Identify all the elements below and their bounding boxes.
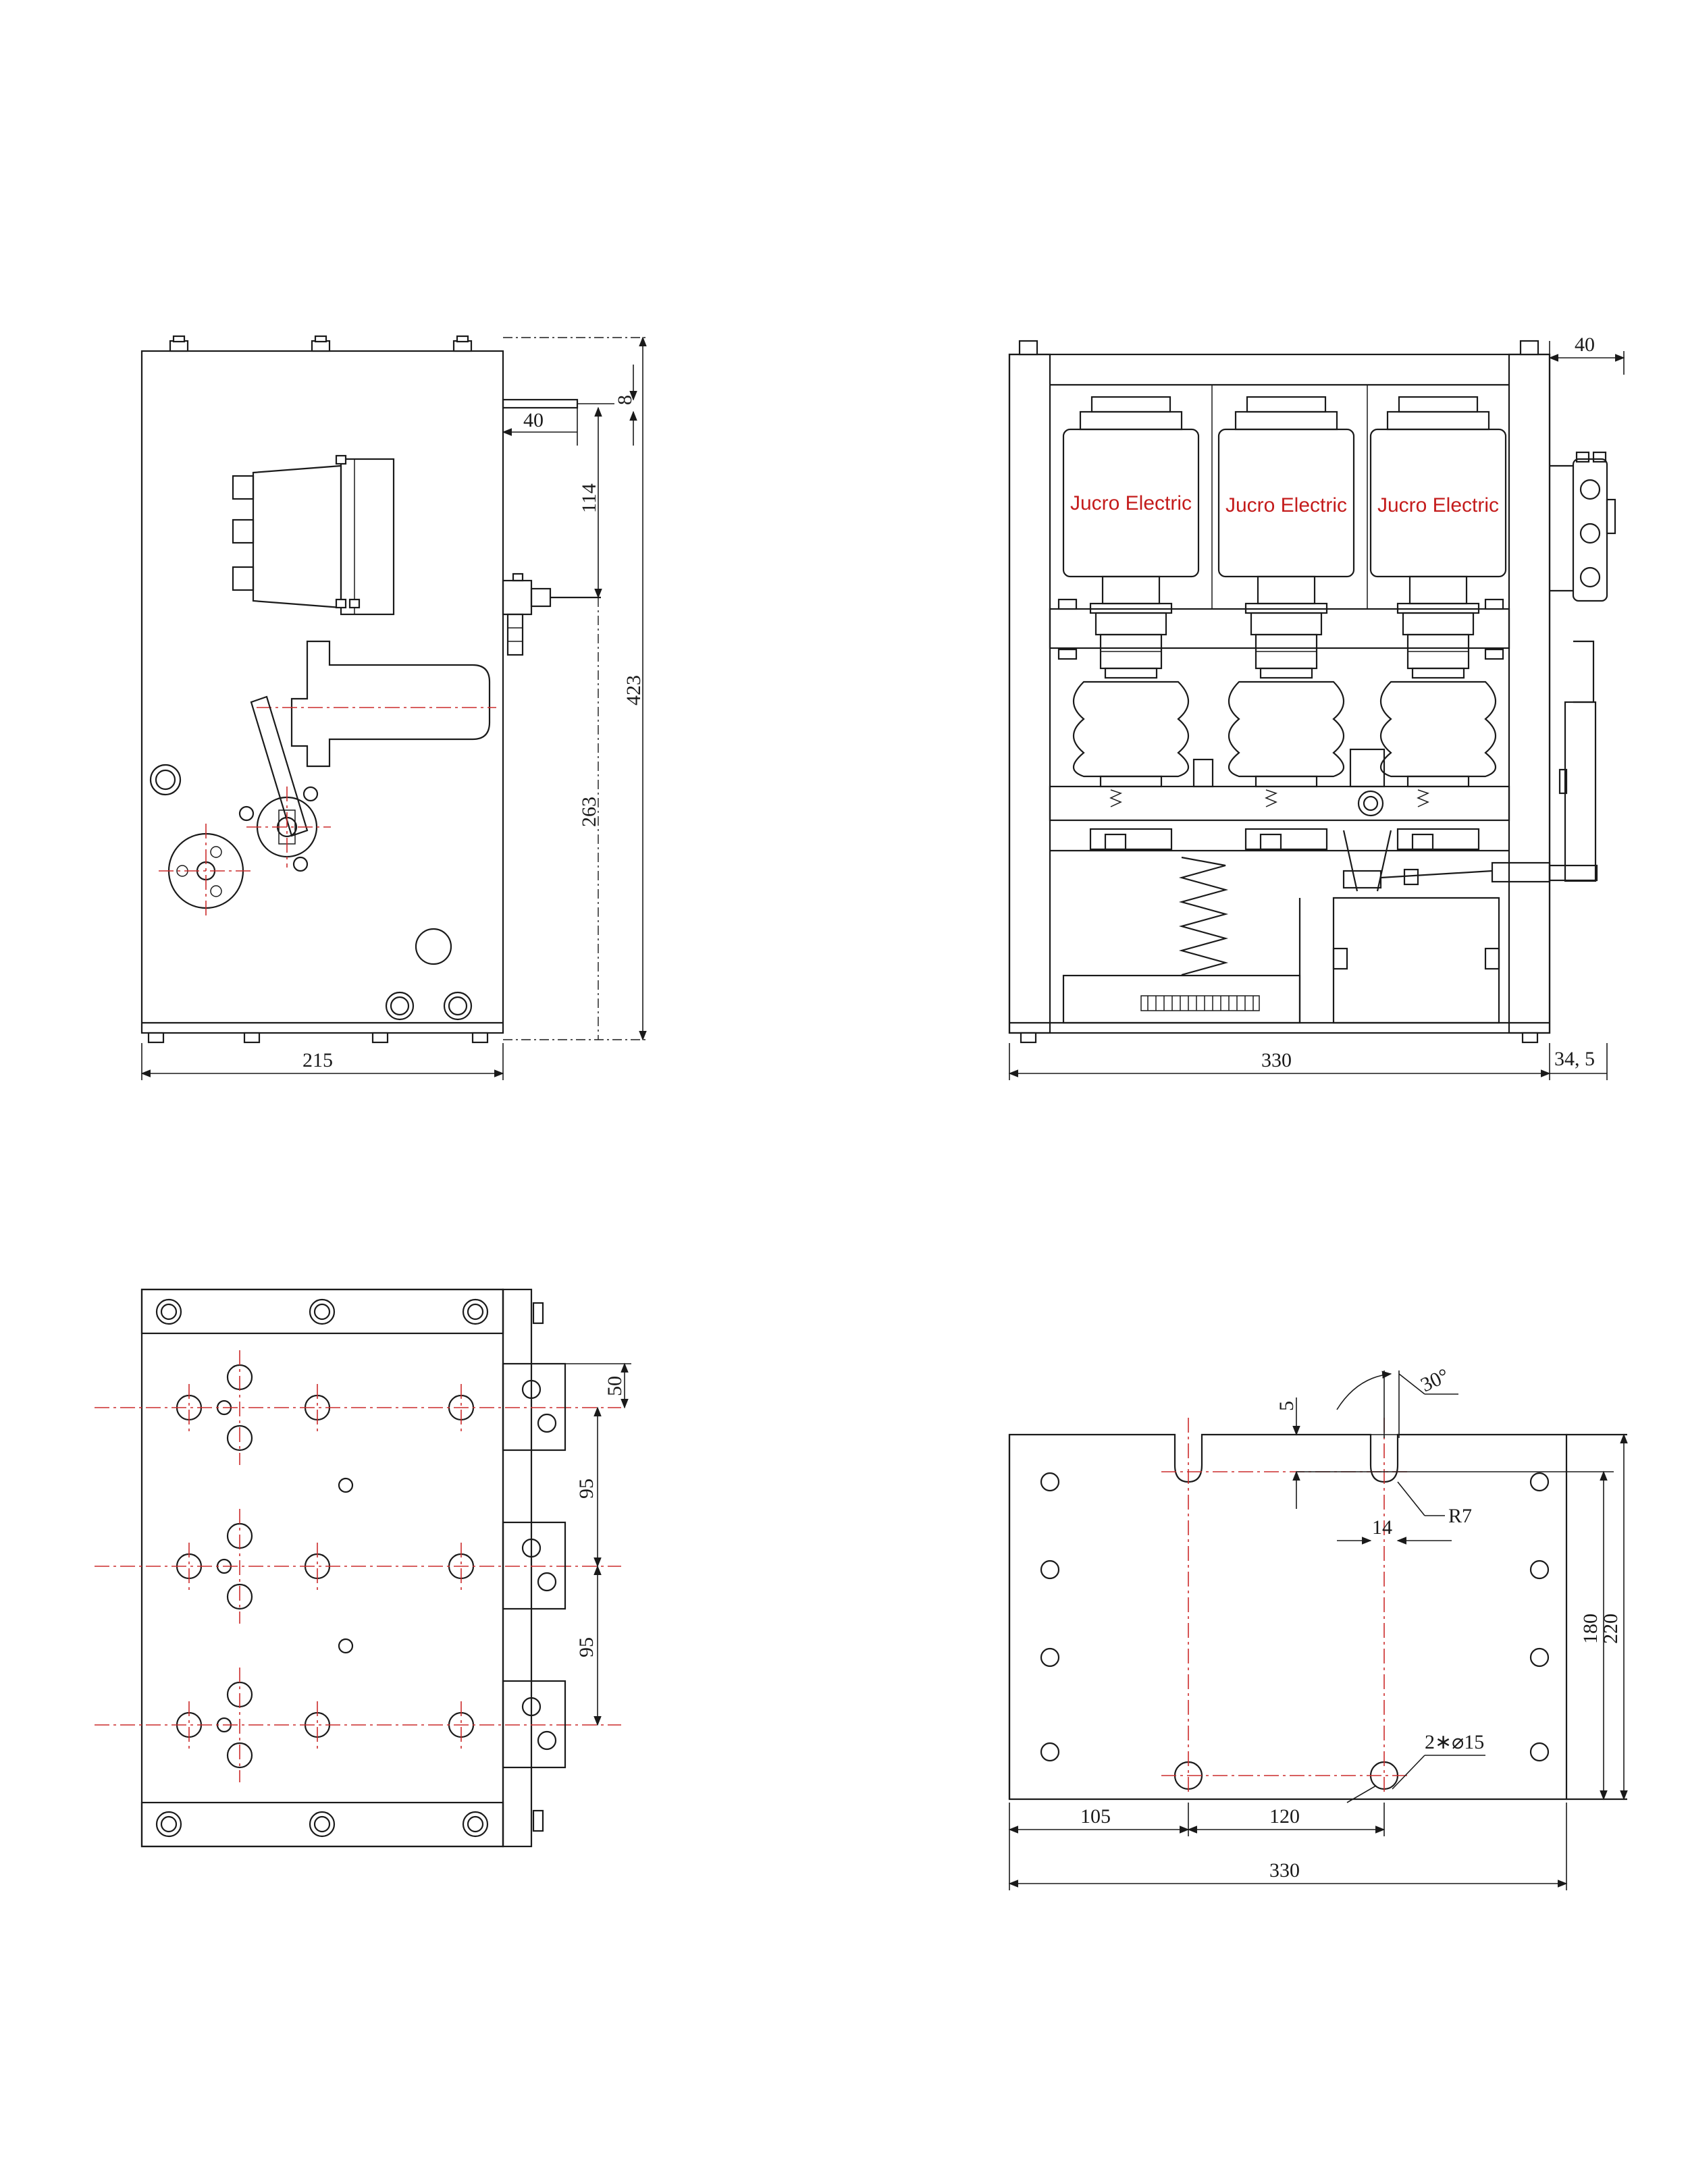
dim-50: 50 [604, 1376, 626, 1396]
dim-423: 423 [623, 675, 645, 705]
dim-30-deg: 30° [1417, 1364, 1452, 1397]
hole-row-3 [95, 1668, 621, 1782]
base-dimensions [1008, 1370, 1628, 1890]
dim-330-base: 330 [1269, 1859, 1300, 1882]
terminal-strip [1147, 996, 1254, 1011]
dim-220: 220 [1600, 1614, 1622, 1644]
relay-unit [232, 454, 395, 616]
terminal-bracket [502, 572, 601, 656]
dim-34-5: 34, 5 [1554, 1048, 1595, 1070]
dim-263: 263 [578, 797, 600, 827]
dim-R7: R7 [1448, 1505, 1472, 1527]
front-view: Jucro Electric Jucro Electric [1008, 334, 1625, 1080]
terminal-lugs [502, 1362, 566, 1769]
dim-95-b: 95 [575, 1637, 598, 1657]
hole-row-1 [95, 1350, 621, 1465]
dim-40-side: 40 [523, 409, 544, 431]
dim-120: 120 [1269, 1805, 1300, 1828]
side-dimensions [140, 336, 648, 1080]
hole-row-2 [95, 1509, 621, 1624]
dim-5: 5 [1275, 1401, 1298, 1411]
counter-wheel [159, 824, 253, 918]
pole-cylinder [257, 640, 496, 768]
right-terminal-block [1550, 451, 1616, 882]
brand-label-2: Jucro Electric [1225, 494, 1347, 516]
pole-2: Jucro Electric [1217, 396, 1355, 851]
lever-arm [246, 695, 331, 868]
top-view: 50 95 95 [95, 1288, 631, 1848]
top-bolts [169, 335, 473, 352]
dim-215: 215 [302, 1049, 333, 1071]
base-view: 5 30° R7 14 180 220 2∗⌀15 105 120 330 [1008, 1364, 1628, 1890]
brand-label-3: Jucro Electric [1377, 494, 1499, 516]
dim-2x-dia-15: 2∗⌀15 [1425, 1731, 1484, 1753]
dim-95-a: 95 [575, 1479, 598, 1499]
dim-14: 14 [1372, 1516, 1392, 1539]
brand-label-1: Jucro Electric [1070, 492, 1192, 514]
bottom-feet [147, 1032, 489, 1044]
dim-180: 180 [1579, 1614, 1602, 1644]
pole-3: Jucro Electric [1369, 396, 1507, 851]
top-dimensions [565, 1362, 631, 1726]
dim-114: 114 [578, 483, 600, 513]
side-view: 40 8 114 423 263 215 [140, 335, 648, 1080]
closing-spring [1178, 856, 1229, 976]
dim-40-front: 40 [1575, 334, 1595, 356]
dim-330-front: 330 [1261, 1049, 1292, 1071]
pole-1: Jucro Electric [1062, 396, 1200, 851]
dim-105: 105 [1080, 1805, 1111, 1828]
front-dimensions [1008, 341, 1625, 1080]
dim-8: 8 [614, 395, 636, 405]
